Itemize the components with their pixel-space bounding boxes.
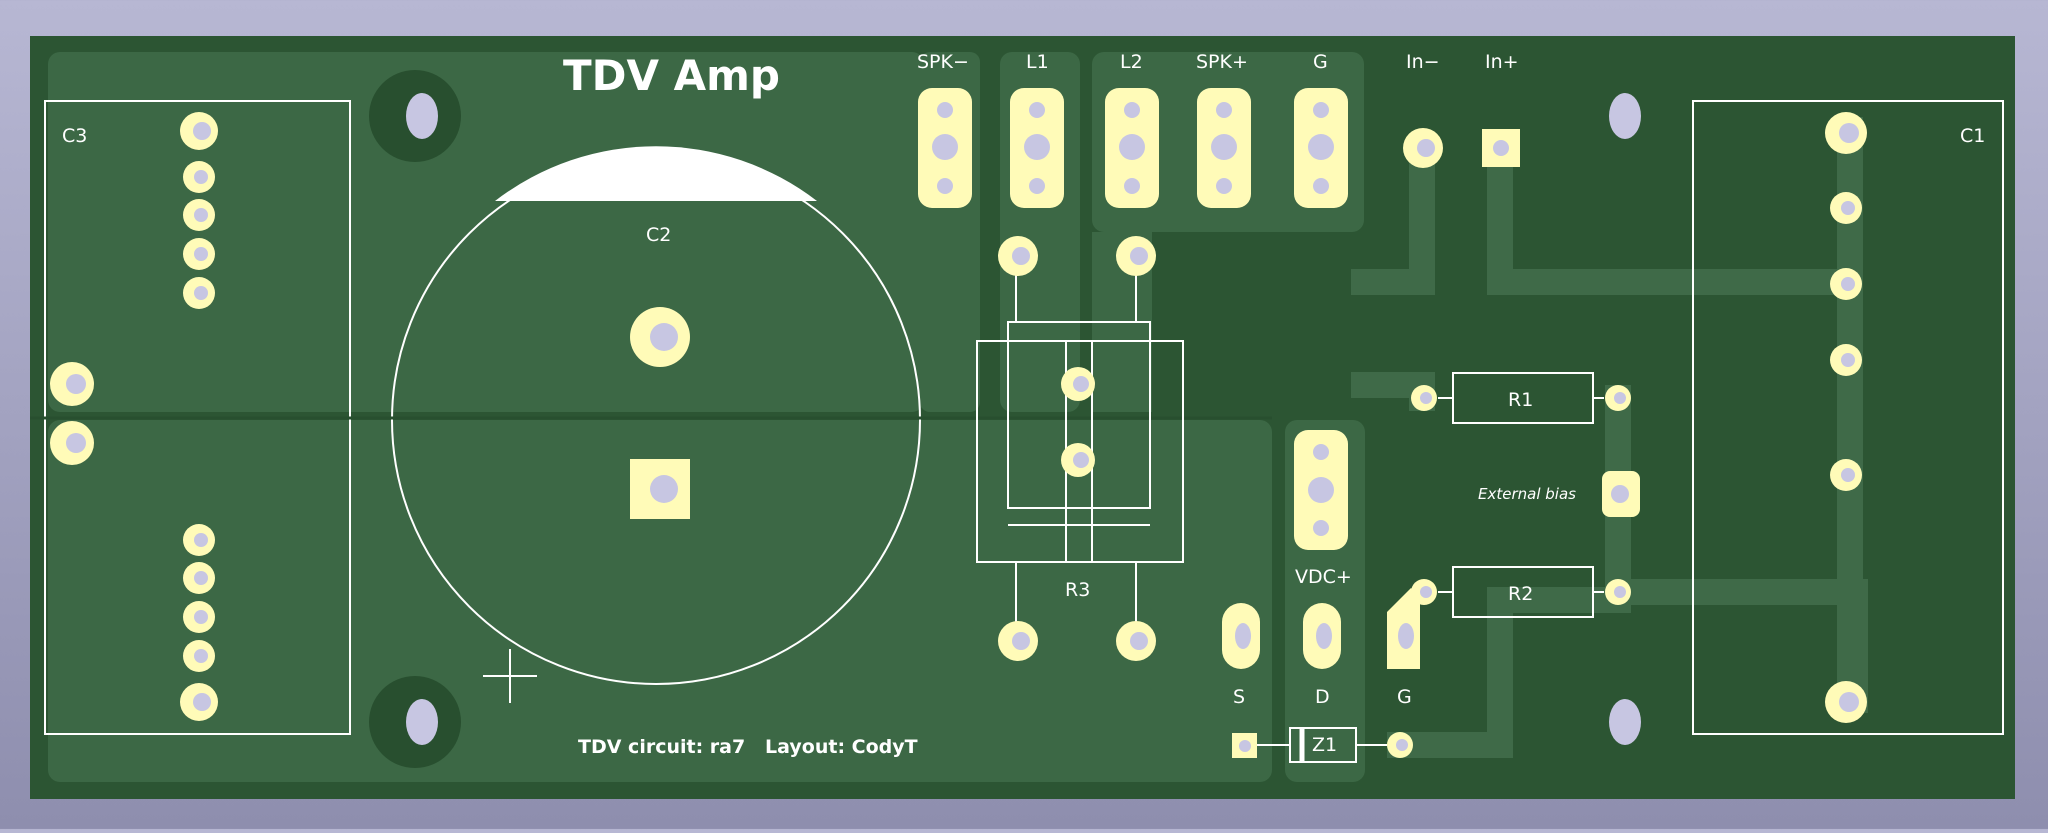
label-c3: C3 bbox=[62, 125, 87, 147]
external-bias-pad[interactable]: External bias bbox=[1478, 471, 1640, 517]
c3-pads bbox=[50, 112, 218, 721]
terminal-vdc-plus[interactable]: VDC+ bbox=[1294, 430, 1352, 588]
label-r3: R3 bbox=[1065, 579, 1090, 601]
label-r1: R1 bbox=[1508, 389, 1533, 411]
label-l1: L1 bbox=[1026, 51, 1049, 73]
label-in-minus: In− bbox=[1406, 51, 1440, 73]
label-z1: Z1 bbox=[1312, 734, 1337, 756]
label-d: D bbox=[1315, 686, 1330, 708]
capacitor-c1[interactable]: C1 bbox=[1692, 100, 2004, 735]
label-spk-minus: SPK− bbox=[917, 51, 969, 73]
label-g-top: G bbox=[1313, 51, 1328, 73]
mounting-holes bbox=[369, 70, 1641, 768]
mounting-hole-top-left bbox=[369, 70, 461, 162]
label-r2: R2 bbox=[1508, 583, 1533, 605]
label-c1: C1 bbox=[1960, 125, 1985, 147]
zener-z1[interactable]: Z1 bbox=[1232, 727, 1413, 763]
resistor-r3[interactable]: R3 bbox=[976, 236, 1184, 661]
label-l2: L2 bbox=[1120, 51, 1143, 73]
terminal-g-top bbox=[1294, 88, 1348, 208]
mosfet-pads[interactable]: S D G bbox=[1222, 588, 1420, 708]
label-vdc-plus: VDC+ bbox=[1295, 566, 1352, 588]
mounting-hole-bottom-right bbox=[1609, 699, 1641, 745]
mounting-hole-bottom-left bbox=[369, 676, 461, 768]
terminal-l2 bbox=[1105, 88, 1159, 208]
resistor-r2[interactable]: R2 bbox=[1411, 566, 1631, 618]
label-spk-plus: SPK+ bbox=[1196, 51, 1248, 73]
resistor-r1[interactable]: R1 bbox=[1411, 372, 1631, 424]
board-title: TDV Amp bbox=[563, 51, 780, 100]
label-c2: C2 bbox=[646, 224, 671, 246]
traces bbox=[1351, 117, 1868, 758]
label-g-bottom: G bbox=[1397, 686, 1412, 708]
terminal-l1 bbox=[1010, 88, 1064, 208]
label-s: S bbox=[1233, 686, 1245, 708]
mounting-hole-top-right bbox=[1609, 93, 1641, 139]
label-external-bias: External bias bbox=[1478, 485, 1576, 503]
input-connectors[interactable]: In− In+ bbox=[1403, 51, 1520, 168]
connector-header-top[interactable]: SPK− L1 L2 SPK+ G bbox=[917, 51, 1348, 208]
label-in-plus: In+ bbox=[1485, 51, 1519, 73]
terminal-spk-plus bbox=[1197, 88, 1251, 208]
terminal-spk-minus bbox=[918, 88, 972, 208]
board-credit: TDV circuit: ra7 Layout: CodyT bbox=[578, 736, 918, 758]
